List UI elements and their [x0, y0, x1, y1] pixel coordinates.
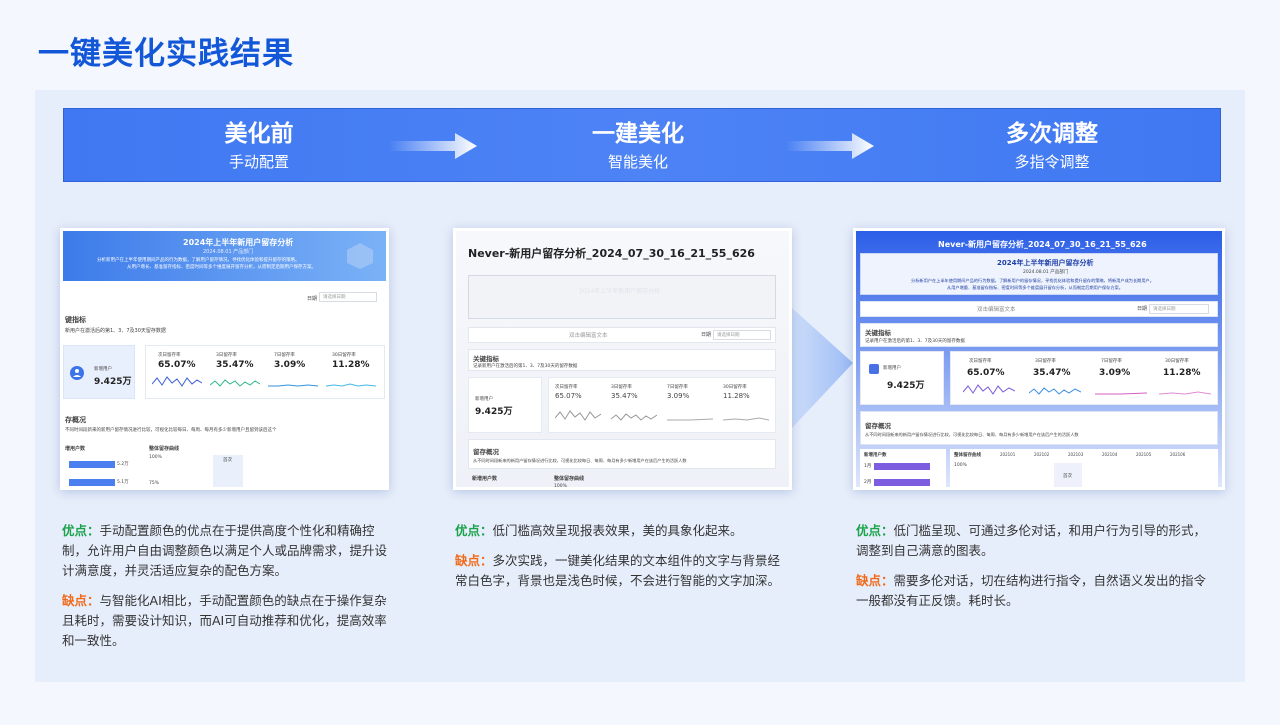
user-icon — [869, 364, 879, 374]
step-subtitle: 多指令调整 — [1014, 153, 1090, 171]
kpi-row: 次日留存率 65.07% 3日留存率 35.47% 7日留存率 3.09% 30… — [548, 377, 776, 433]
sparkline — [152, 376, 202, 387]
content-panel: 美化前 手动配置 一建美化 智能美化 多次调整 多指令调整 2024年上半年新用… — [35, 90, 1245, 682]
kpi-card-new-users: 新增用户 9.425万 — [860, 351, 944, 405]
process-banner: 美化前 手动配置 一建美化 智能美化 多次调整 多指令调整 — [63, 108, 1221, 182]
report-title: Never-新用户留存分析_2024_07_30_16_21_55_626 — [468, 247, 755, 260]
description-adjusted: 优点：低门槛呈现、可通过多伦对话，和用户行为引导的形式，调整到自己满意的图表。 … — [856, 521, 1211, 621]
sparkline — [268, 384, 318, 387]
sparkline — [326, 383, 376, 387]
pro-text: 手动配置颜色的优点在于提供高度个性化和精确控制，允许用户自由调整颜色以满足个人或… — [62, 523, 388, 578]
kpi-row: 次日留存率 65.07% 3日留存率 35.47% 7日留存率 3.09% 30… — [145, 345, 385, 399]
cube-icon — [347, 243, 373, 269]
sparkline — [723, 417, 769, 421]
line-card: 整体留存曲线 202101 202102 202103 202104 20210… — [950, 449, 1218, 487]
description-before: 优点：手动配置颜色的优点在于提供高度个性化和精确控制，允许用户自由调整颜色以满足… — [62, 521, 392, 661]
highlight-band: 首次 — [213, 455, 243, 487]
bar — [874, 463, 930, 470]
section-subtitle: 新用户在激活后的第1、3、7及30天留存数据 — [65, 328, 166, 334]
section-subtitle: 不同时间段新来的新用户留存情况进行比较，可视化比较每日、每周、每月有多少新增用户… — [65, 428, 277, 433]
description-beautified: 优点：低门槛高效呈现报表效果，美的具象化起来。 缺点：多次实践，一键美化结果的文… — [455, 521, 785, 601]
kpi-row: 次日留存率 65.07% 3日留存率 35.47% 7日留存率 3.09% 30… — [950, 351, 1218, 405]
step-subtitle: 智能美化 — [607, 153, 668, 171]
date-filter-input[interactable]: 请选择日期 — [1149, 304, 1209, 314]
section-title: 键指标 — [65, 316, 86, 324]
bar — [69, 461, 115, 468]
connector-shape — [792, 308, 853, 428]
step-title: 美化前 — [224, 121, 294, 147]
report-header: 2024年上半年新用户留存分析 2024.08.01 产品部门 分析新用户在上半… — [63, 231, 386, 281]
section-card: 留存概况 从不同时间段新来的新用户留存情况进行比较，可视化比较每日、每周、每月有… — [468, 439, 776, 469]
step-beautify: 一建美化 智能美化 — [508, 119, 768, 173]
bar-card: 新增用户数 1月 2月 — [860, 449, 946, 487]
rich-text-editor[interactable]: 双击编辑富文本 日期 请选择日期 — [860, 301, 1218, 317]
sparkline — [555, 410, 601, 421]
highlight-band: 首次 — [1054, 463, 1082, 487]
pro-label: 优点： — [856, 523, 894, 538]
con-label: 缺点： — [455, 553, 493, 568]
date-filter-label: 日期 — [307, 296, 318, 302]
sparkline — [963, 384, 1015, 395]
date-filter-input[interactable]: 请选择日期 — [319, 292, 377, 302]
report-title: Never-新用户留存分析_2024_07_30_16_21_55_626 — [938, 240, 1147, 249]
screenshot-before: 2024年上半年新用户留存分析 2024.08.01 产品部门 分析新用户在上半… — [60, 228, 389, 490]
sparkline — [667, 418, 713, 421]
sparkline — [1029, 387, 1081, 395]
right-arrow-icon — [389, 133, 477, 159]
con-text: 与智能化AI相比，手动配置颜色的缺点在于操作复杂且耗时，需要设计知识，而AI可自… — [62, 593, 387, 648]
step-before: 美化前 手动配置 — [129, 119, 389, 173]
blurred-header: 2024年上半年新用户留存分析 — [468, 275, 776, 319]
report-title: 2024年上半年新用户留存分析 — [183, 238, 294, 247]
section-title: 存概况 — [65, 416, 86, 424]
sparkline — [210, 379, 260, 387]
sparkline — [1095, 392, 1147, 395]
user-icon — [70, 366, 84, 380]
section-card: 留存概况 从不同时间段新来的新用户留存情况进行比较，可视化比较每日、每周、每月有… — [860, 411, 1218, 445]
report-header: 2024年上半年新用户留存分析 2024.08.01 产品部门 分析新用户在上半… — [860, 253, 1218, 295]
screenshot-adjusted: Never-新用户留存分析_2024_07_30_16_21_55_626 20… — [853, 228, 1225, 490]
con-label: 缺点： — [62, 593, 100, 608]
con-label: 缺点： — [856, 573, 894, 588]
section-card: 关键指标 记录用户在激活后的第1、3、7及30天的留存数据 — [860, 323, 1218, 347]
page-title: 一键美化实践结果 — [38, 36, 294, 72]
report-intro: 从用户增长、基准留存指标、密度时间等多个维度展开留存分析，从而制定后期用户保存方… — [127, 265, 316, 270]
pro-text: 低门槛呈现、可通过多伦对话，和用户行为引导的形式，调整到自己满意的图表。 — [856, 523, 1207, 558]
report-date: 2024.08.01 产品部门 — [203, 249, 254, 255]
screenshot-beautified: Never-新用户留存分析_2024_07_30_16_21_55_626 20… — [453, 228, 792, 490]
sparkline — [1159, 391, 1211, 395]
step-title: 一建美化 — [592, 121, 684, 147]
step-subtitle: 手动配置 — [228, 153, 289, 171]
date-filter-input[interactable]: 请选择日期 — [713, 330, 771, 340]
pro-label: 优点： — [62, 523, 100, 538]
kpi-card-new-users: 新增用户 9.425万 — [468, 377, 542, 433]
right-arrow-icon — [786, 133, 874, 159]
pro-text: 低门槛高效呈现报表效果，美的具象化起来。 — [492, 523, 743, 538]
section-card: 关键指标 记录新用户在激活后的第1、3、7及30天的留存数据 — [468, 349, 776, 371]
con-text: 需要多伦对话，切在结构进行指令，自然语义发出的指令一般都没有正反馈。耗时长。 — [856, 573, 1207, 608]
rich-text-editor[interactable]: 双击编辑富文本 日期 请选择日期 — [468, 327, 776, 343]
bar — [874, 479, 930, 486]
con-text: 多次实践，一键美化结果的文本组件的文字与背景经常白色字，背景也是浅色时候，不会进… — [455, 553, 781, 588]
report-intro: 分析新用户在上半年使用期间产品的行为数据，了解用户留存情况，寻找优化体验和提升留… — [97, 258, 300, 263]
kpi-card-new-users: 新增用户 9.425万 — [63, 345, 135, 399]
step-title: 多次调整 — [1006, 121, 1098, 147]
pro-label: 优点： — [455, 523, 493, 538]
step-adjust: 多次调整 多指令调整 — [922, 119, 1182, 173]
bar — [69, 479, 115, 486]
sparkline — [611, 413, 657, 421]
